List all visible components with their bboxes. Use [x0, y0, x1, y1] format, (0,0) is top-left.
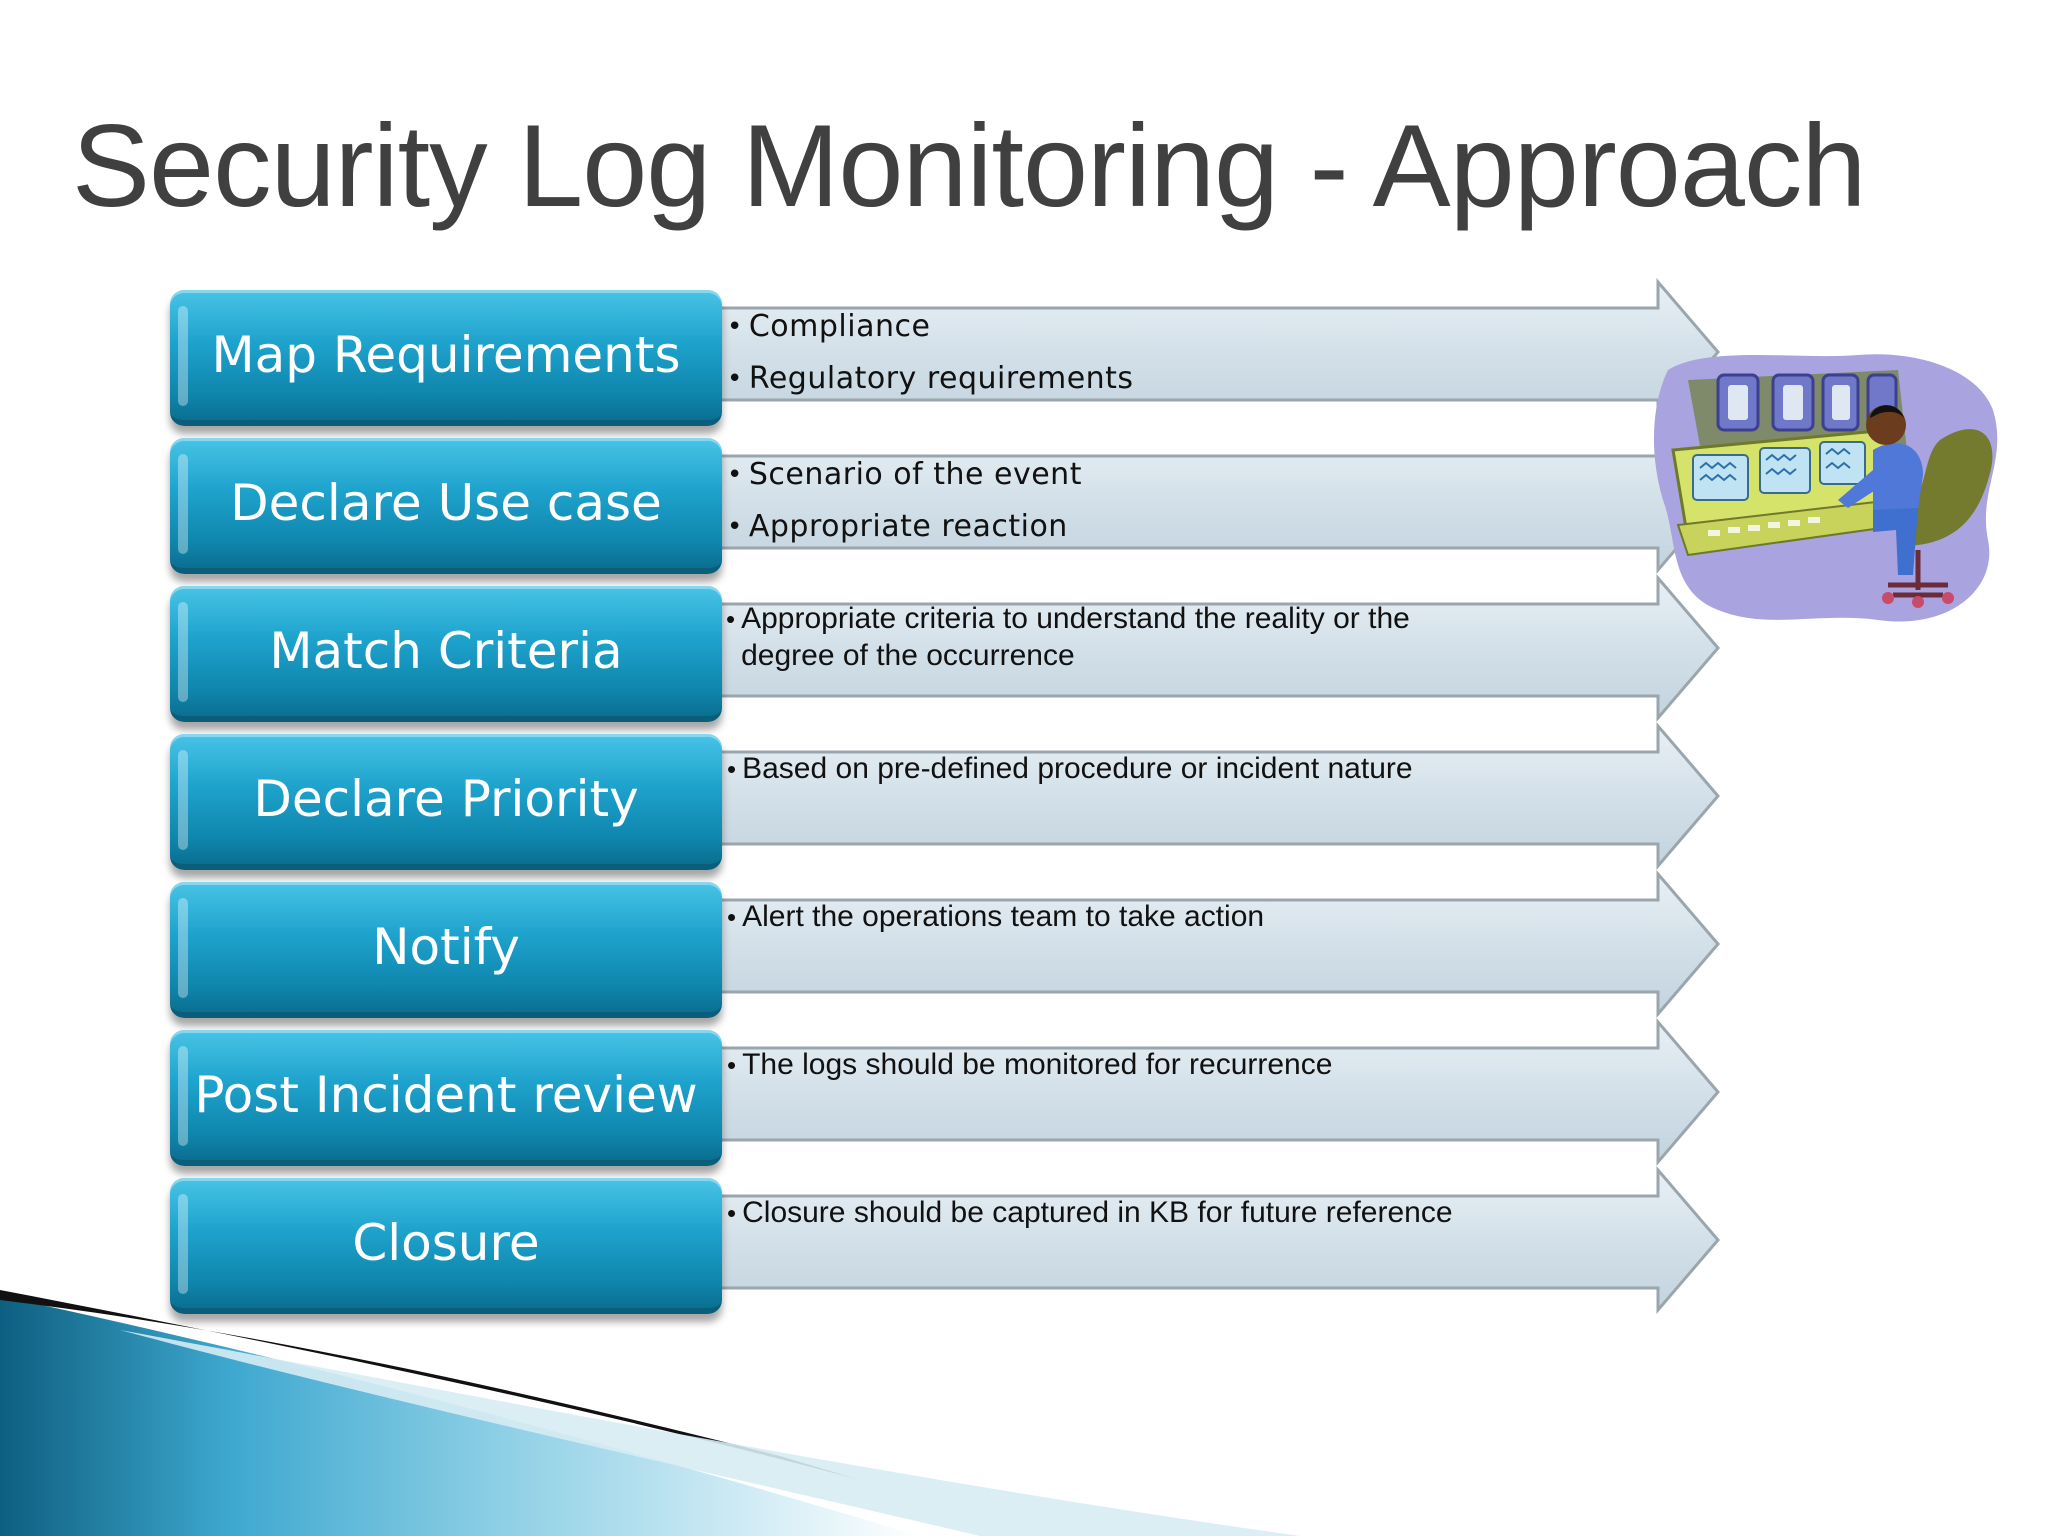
step-post-incident-review: Post Incident review — [170, 1030, 722, 1166]
arrow-shape — [712, 573, 1720, 723]
bullet-item: •Based on pre-defined procedure or incid… — [727, 752, 1413, 785]
step-closure: Closure — [170, 1178, 722, 1314]
bullet-list: •Alert the operations team to take actio… — [727, 898, 1657, 950]
step-notify: Notify — [170, 882, 722, 1018]
step-match-criteria: Match Criteria — [170, 586, 722, 722]
bullet-item: •Closure should be captured in KB for fu… — [727, 1196, 1453, 1229]
bullet-item: •Appropriate criteria to understand the … — [726, 602, 1410, 672]
step-row-notify: Notify •Alert the operations team to tak… — [170, 869, 1720, 1024]
arrow-shape — [712, 1017, 1720, 1167]
arrow-shape — [712, 869, 1720, 1019]
bullet-item: •Compliance — [727, 309, 931, 344]
bullet-list: •Compliance •Regulatory requirements — [727, 308, 1657, 412]
bullet-list: •The logs should be monitored for recurr… — [727, 1046, 1657, 1098]
step-map-requirements: Map Requirements — [170, 290, 722, 426]
step-row-match-criteria: Match Criteria •Appropriate criteria to … — [170, 573, 1720, 728]
bullet-item: •Appropriate reaction — [727, 509, 1068, 544]
step-row-post-incident-review: Post Incident review •The logs should be… — [170, 1017, 1720, 1172]
bullet-item: •Scenario of the event — [727, 457, 1082, 492]
step-declare-priority: Declare Priority — [170, 734, 722, 870]
step-row-declare-use-case: Declare Use case •Scenario of the event … — [170, 425, 1720, 580]
bullet-list: •Closure should be captured in KB for fu… — [727, 1194, 1657, 1246]
step-row-declare-priority: Declare Priority •Based on pre-defined p… — [170, 721, 1720, 876]
slide-title: Security Log Monitoring - Approach — [72, 100, 1866, 231]
bullet-list: •Scenario of the event •Appropriate reac… — [727, 456, 1657, 560]
arrow-shape — [712, 1165, 1720, 1315]
operator-at-control-panel-icon — [1653, 354, 1998, 622]
bullet-list: •Based on pre-defined procedure or incid… — [727, 750, 1657, 802]
step-row-map-requirements: Map Requirements •Compliance •Regulatory… — [170, 277, 1720, 432]
bullet-item: •Regulatory requirements — [727, 361, 1134, 396]
bullet-item: •Alert the operations team to take actio… — [727, 900, 1265, 933]
step-row-closure: Closure •Closure should be captured in K… — [170, 1165, 1720, 1320]
step-declare-use-case: Declare Use case — [170, 438, 722, 574]
bullet-list: •Appropriate criteria to understand the … — [726, 600, 1656, 688]
arrow-shape — [712, 721, 1720, 871]
bullet-item: •The logs should be monitored for recurr… — [727, 1048, 1333, 1081]
